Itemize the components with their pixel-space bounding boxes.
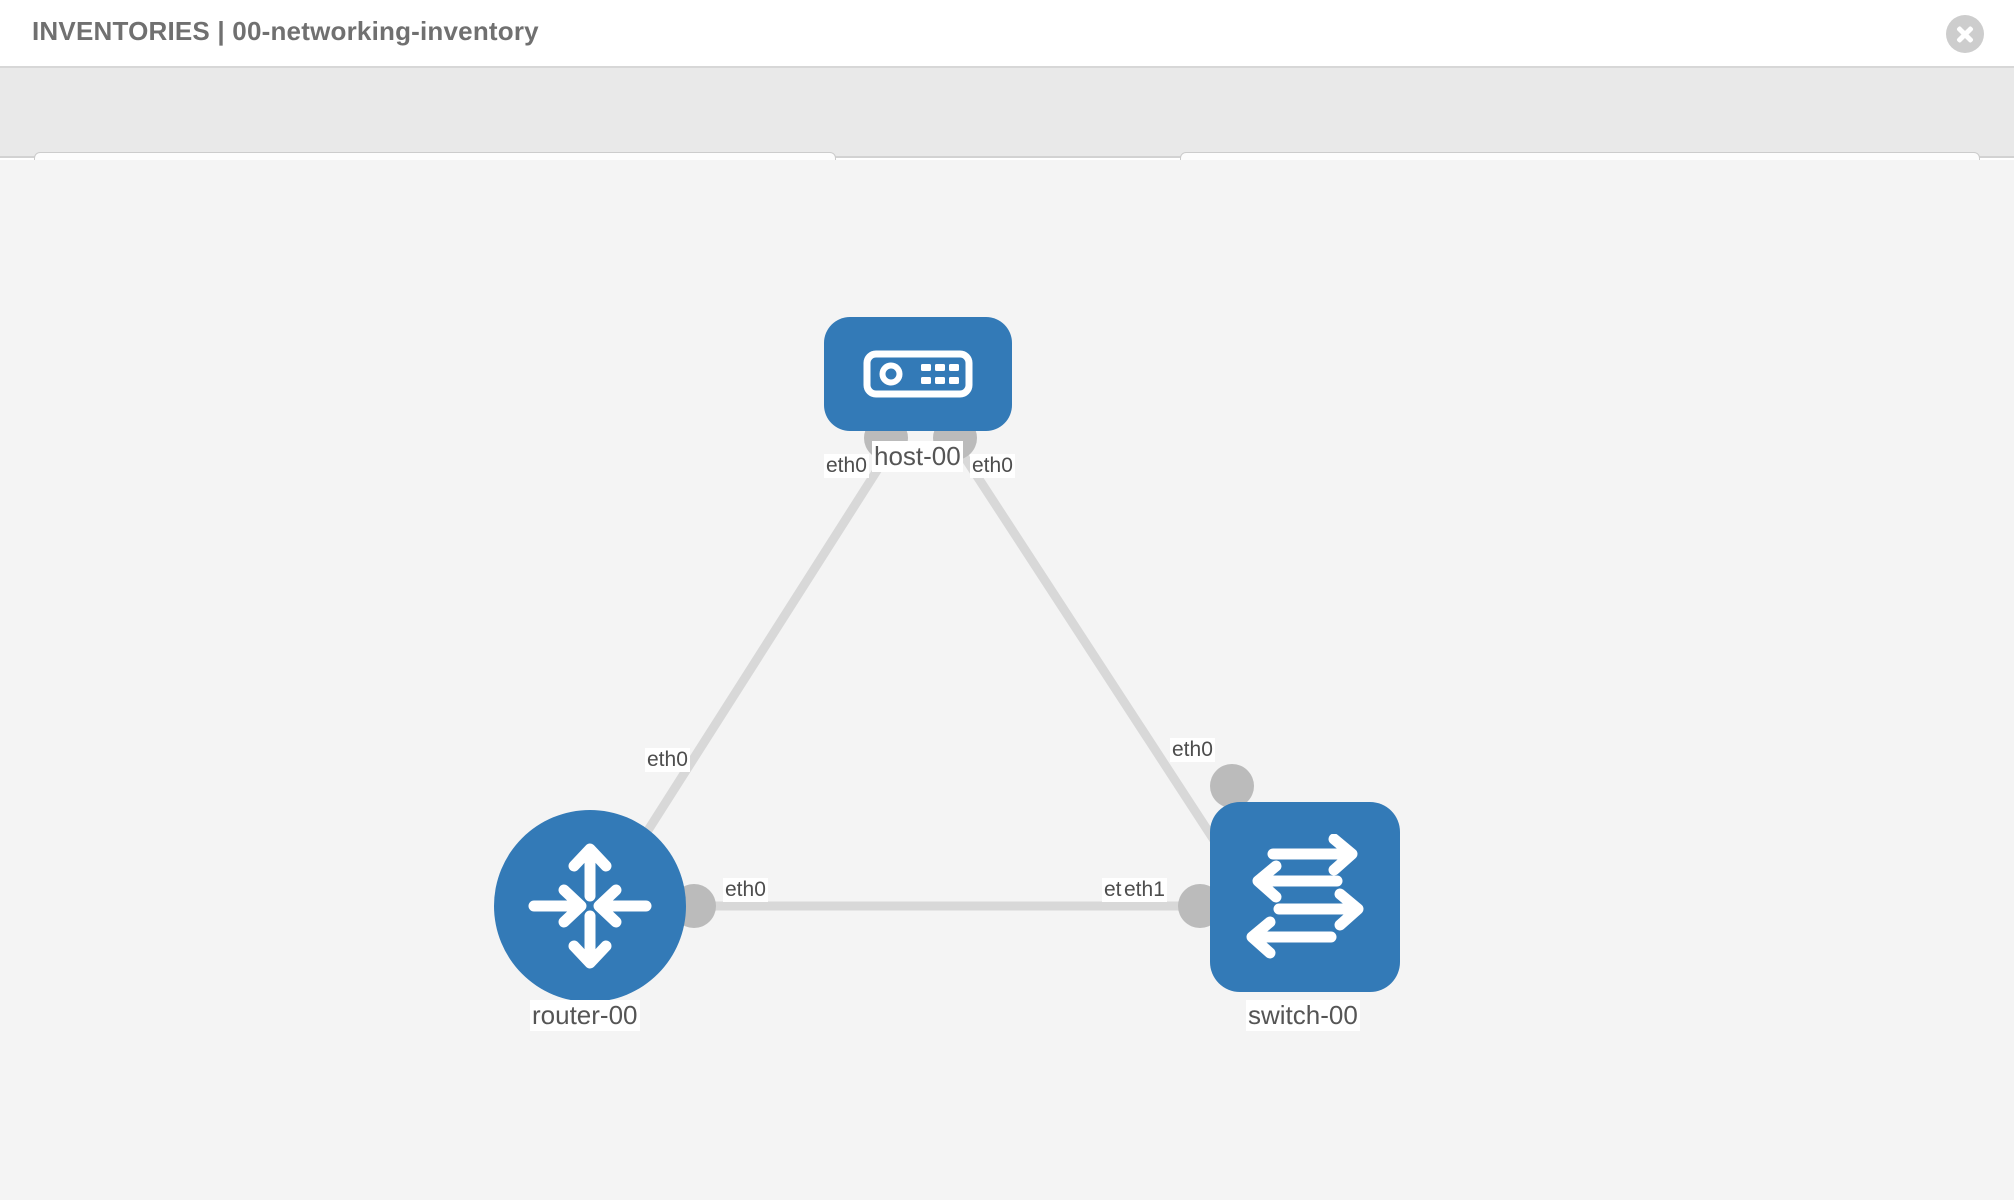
toolbar: ACTIONS SEARCH <box>0 68 2014 206</box>
node-label-router-00: router-00 <box>530 1000 640 1031</box>
port-label-switch-uplink: eth0 <box>1170 738 1215 762</box>
link-host-switch[interactable] <box>956 447 1244 883</box>
topology-canvas[interactable]: host-00 router-00 switch-00 eth0 eth0 et… <box>0 160 2014 1200</box>
port-label-host-left: eth0 <box>824 454 869 478</box>
server-device-icon <box>863 350 973 398</box>
node-host-00[interactable] <box>824 317 1012 431</box>
topology-links <box>606 416 1254 928</box>
port-stub-switch-up[interactable] <box>1210 764 1254 808</box>
port-label-host-right: eth0 <box>970 454 1015 478</box>
router-arrows-icon <box>528 843 652 969</box>
node-label-host-00: host-00 <box>872 441 963 472</box>
port-label-switch-left-over: eth1 <box>1122 878 1167 902</box>
node-switch-00[interactable] <box>1210 802 1400 992</box>
node-router-00[interactable] <box>494 810 686 1002</box>
close-icon[interactable] <box>1946 15 1984 53</box>
port-label-router-uplink: eth0 <box>645 748 690 772</box>
port-label-router-right: eth0 <box>723 878 768 902</box>
switch-arrows-icon <box>1246 834 1364 959</box>
link-host-router[interactable] <box>606 447 894 893</box>
node-label-switch-00: switch-00 <box>1246 1000 1360 1031</box>
page-header: INVENTORIES | 00-networking-inventory <box>0 0 2014 68</box>
page-title: INVENTORIES | 00-networking-inventory <box>32 16 539 46</box>
